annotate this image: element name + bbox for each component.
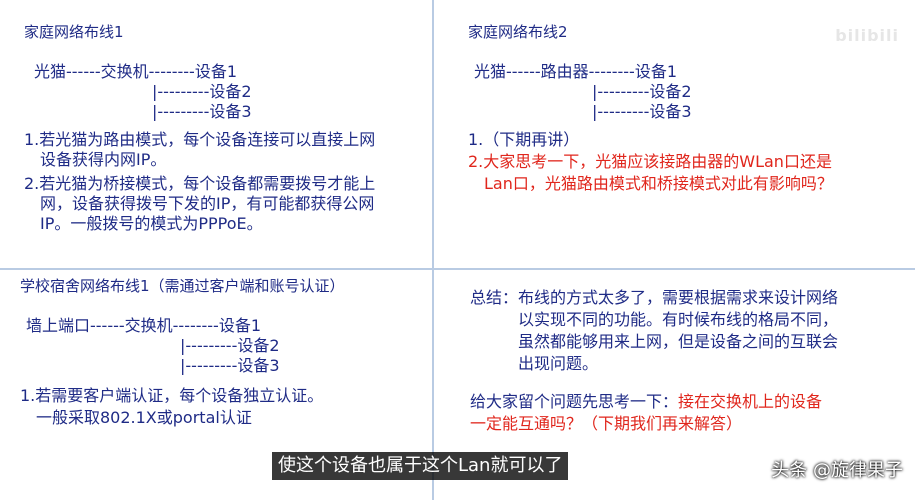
author-watermark: 头条 @旋律果子 — [771, 460, 903, 481]
summary-line-4: 出现问题。 — [518, 354, 599, 373]
q1-note-2-end: IP。一般拨号的模式为PPPoE。 — [40, 214, 263, 233]
q1-note-1-cont: 设备获得内网IP。 — [40, 150, 167, 169]
q2-note-1: 1.（下期再讲） — [468, 130, 580, 149]
q1-note-2-cont: 网，设备获得拨号下发的IP，有可能都获得公网 — [40, 194, 375, 213]
q2-topology-line-3: |---------设备3 — [592, 102, 692, 121]
q1-note-2: 2.若光猫为桥接模式，每个设备都需要拨号才能上 — [24, 174, 376, 193]
summary-line-3: 虽然都能够用来上网，但是设备之间的互联会 — [518, 332, 839, 351]
q3-topology-line-2: |---------设备2 — [180, 336, 280, 355]
q1-topology-line-3: |---------设备3 — [152, 102, 252, 121]
q2-topology-line-2: |---------设备2 — [592, 82, 692, 101]
q2-note-2: 2.大家思考一下，光猫应该接路由器的WLan口还是 — [468, 152, 832, 171]
q3-topology-line-3: |---------设备3 — [180, 356, 280, 375]
vertical-divider — [432, 0, 434, 500]
q1-note-1: 1.若光猫为路由模式，每个设备连接可以直接上网 — [24, 130, 376, 149]
horizontal-divider — [0, 268, 915, 270]
question-line-1: 给大家留个问题先思考一下：接在交换机上的设备 — [470, 392, 822, 412]
q1-topology-line-1: 光猫------交换机--------设备1 — [34, 62, 238, 81]
question-line-2: 一定能互通吗？（下期我们再来解答） — [470, 414, 743, 433]
q2-topology-line-1: 光猫------路由器--------设备1 — [474, 62, 678, 81]
q3-topology-line-1: 墙上端口------交换机--------设备1 — [26, 316, 262, 335]
q2-title: 家庭网络布线2 — [468, 23, 568, 41]
summary-line-2: 以实现不同的功能。有时候布线的格局不同， — [518, 310, 839, 329]
question-prefix: 给大家留个问题先思考一下： — [470, 392, 679, 411]
bilibili-watermark: bilibili — [835, 26, 899, 45]
q3-note-1-cont: 一般采取802.1X或portal认证 — [36, 408, 252, 427]
q1-topology-line-2: |---------设备2 — [152, 82, 252, 101]
summary-line-1: 总结：布线的方式太多了，需要根据需求来设计网络 — [470, 288, 839, 307]
q3-title: 学校宿舍网络布线1（需通过客户端和账号认证） — [20, 277, 345, 295]
question-highlight-1: 接在交换机上的设备 — [678, 392, 823, 411]
q1-title: 家庭网络布线1 — [24, 23, 124, 41]
q3-note-1: 1.若需要客户端认证，每个设备独立认证。 — [20, 386, 324, 405]
q2-note-2-cont: Lan口，光猫路由模式和桥接模式对此有影响吗？ — [484, 174, 833, 193]
video-subtitle: 使这个设备也属于这个Lan就可以了 — [272, 452, 569, 480]
